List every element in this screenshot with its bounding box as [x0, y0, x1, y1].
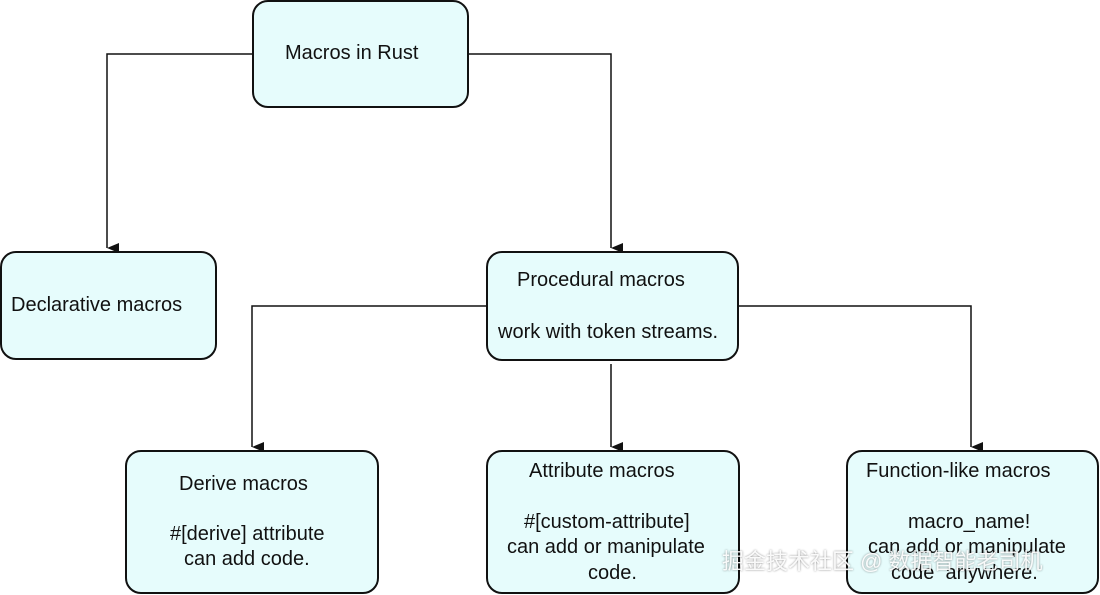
- node-function-like-macros-line2: can add or manipulate: [868, 536, 1066, 558]
- node-function-like-macros-title: Function-like macros: [866, 460, 1051, 482]
- node-attribute-macros-title: Attribute macros: [529, 460, 675, 482]
- node-attribute-macros-line3: code.: [588, 562, 637, 584]
- edge-root-to-procedural: [468, 53, 623, 253]
- watermark: 掘金技术社区 @ 数据智能老司机: [722, 549, 1043, 574]
- node-attribute-macros-line2: can add or manipulate: [507, 536, 705, 558]
- node-procedural-macros-title: Procedural macros: [517, 269, 685, 291]
- node-function-like-macros-line1: macro_name!: [908, 511, 1031, 533]
- edge-root-to-declarative: [106, 53, 252, 253]
- node-derive-macros: [125, 450, 379, 594]
- node-declarative-macros-title: Declarative macros: [11, 294, 183, 316]
- node-function-like-macros-line3: code anywhere.: [891, 562, 1038, 584]
- node-macros-in-rust: [252, 0, 469, 108]
- node-declarative-macros: [0, 251, 217, 360]
- node-attribute-macros-line1: #[custom-attribute]: [524, 511, 690, 533]
- node-derive-macros-line1: #[derive] attribute: [170, 523, 325, 545]
- node-function-like-macros: [846, 450, 1099, 594]
- node-macros-in-rust-title: Macros in Rust: [285, 42, 419, 64]
- node-derive-macros-line2: can add code.: [184, 548, 310, 570]
- node-attribute-macros: [486, 450, 740, 594]
- node-procedural-macros-description: work with token streams.: [498, 321, 719, 343]
- edge-procedural-to-derive: [251, 305, 486, 452]
- edge-procedural-to-function-like: [739, 305, 983, 452]
- node-procedural-macros: [486, 251, 739, 361]
- node-derive-macros-title: Derive macros: [179, 473, 308, 495]
